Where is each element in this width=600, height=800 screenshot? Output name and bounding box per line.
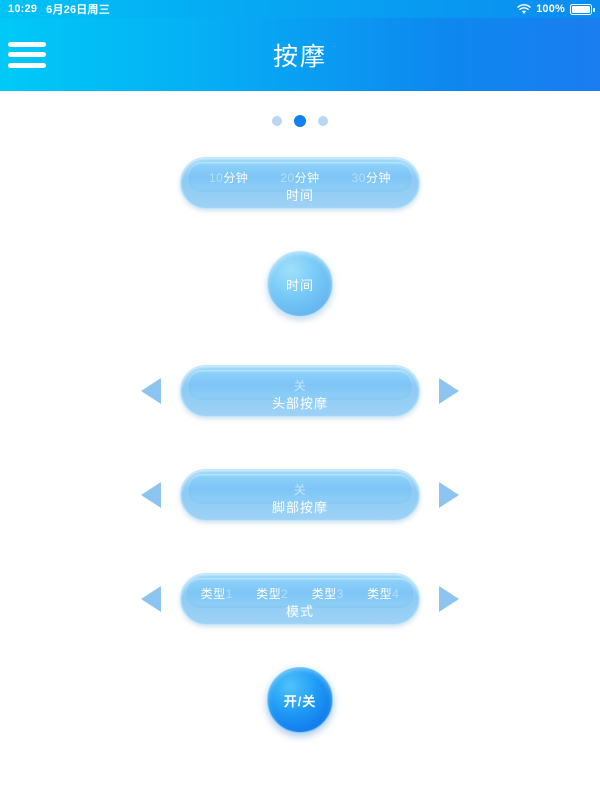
mode-option-number: 3 (336, 586, 344, 601)
foot-massage-control[interactable]: 关 脚部按摩 (180, 469, 420, 521)
battery-icon (570, 3, 595, 15)
status-bar: 10:29 6月26日周三 100% (0, 0, 600, 18)
foot-massage-label: 脚部按摩 (271, 500, 328, 515)
mode-prev-arrow[interactable] (140, 585, 162, 613)
foot-massage-value: 关 (293, 482, 307, 497)
time-option[interactable]: 10分钟 (209, 169, 248, 186)
time-option-unit: 分钟 (223, 170, 249, 185)
power-toggle-button[interactable]: 开/关 (267, 667, 333, 733)
mode-option-name: 类型 (256, 586, 282, 601)
mode-options-strip[interactable]: 类型1 类型2 类型3 类型4 (185, 578, 415, 608)
time-option-unit: 分钟 (365, 170, 391, 185)
time-option-number: 30 (351, 170, 366, 185)
pagination-dot-3[interactable] (318, 116, 328, 126)
status-bar-right: 100% (517, 3, 595, 15)
power-button-row: 开/关 (0, 667, 600, 733)
page-title: 按摩 (272, 42, 327, 71)
pagination-dot-2[interactable] (294, 115, 306, 127)
status-date: 6月26日周三 (46, 4, 110, 16)
head-massage-control[interactable]: 关 头部按摩 (180, 365, 420, 417)
mode-selector-row: 类型1 类型2 类型3 类型4 模式 (0, 573, 600, 625)
time-option[interactable]: 30分钟 (352, 169, 391, 186)
head-massage-next-arrow[interactable] (438, 377, 460, 405)
time-option-number: 20 (280, 170, 295, 185)
foot-massage-next-arrow[interactable] (438, 481, 460, 509)
battery-percent: 100% (536, 3, 565, 15)
mode-selector[interactable]: 类型1 类型2 类型3 类型4 模式 (180, 573, 420, 625)
head-massage-row: 关 头部按摩 (0, 365, 600, 417)
foot-massage-row: 关 脚部按摩 (0, 469, 600, 521)
time-option[interactable]: 20分钟 (280, 169, 319, 186)
mode-selector-label: 模式 (285, 604, 314, 619)
status-bar-left: 10:29 6月26日周三 (8, 1, 110, 17)
mode-option-number: 2 (281, 586, 289, 601)
hamburger-menu-icon[interactable] (8, 41, 46, 68)
time-options-strip[interactable]: 10分钟 20分钟 30分钟 (187, 162, 413, 192)
mode-option-name: 类型 (200, 586, 226, 601)
head-massage-prev-arrow[interactable] (140, 377, 162, 405)
time-circle-row: 时间 (0, 251, 600, 317)
time-selector[interactable]: 10分钟 20分钟 30分钟 时间 (180, 157, 420, 209)
pagination-dots (0, 115, 600, 127)
mode-option[interactable]: 类型2 (256, 585, 288, 602)
mode-option[interactable]: 类型4 (367, 585, 399, 602)
pagination-dot-1[interactable] (272, 116, 282, 126)
mode-option-name: 类型 (367, 586, 393, 601)
time-circle-label: 时间 (285, 277, 314, 293)
power-button-label: 开/关 (283, 693, 317, 709)
mode-option[interactable]: 类型3 (312, 585, 344, 602)
time-option-number: 10 (208, 170, 224, 185)
app-header: 按摩 (0, 18, 600, 91)
mode-option[interactable]: 类型1 (201, 585, 233, 602)
mode-option-number: 4 (392, 586, 400, 601)
mode-next-arrow[interactable] (438, 585, 460, 613)
foot-massage-value-strip[interactable]: 关 (187, 474, 413, 504)
head-massage-value-strip[interactable]: 关 (187, 370, 413, 400)
time-selector-label: 时间 (285, 188, 314, 203)
foot-massage-prev-arrow[interactable] (140, 481, 162, 509)
wifi-icon (517, 3, 531, 15)
status-time: 10:29 (8, 3, 38, 15)
time-selector-row: 10分钟 20分钟 30分钟 时间 (0, 157, 600, 209)
mode-option-name: 类型 (311, 586, 337, 601)
time-circle-button[interactable]: 时间 (267, 251, 333, 317)
head-massage-label: 头部按摩 (271, 396, 328, 411)
time-option-unit: 分钟 (294, 170, 320, 185)
head-massage-value: 关 (293, 378, 307, 393)
mode-option-number: 1 (225, 586, 233, 601)
